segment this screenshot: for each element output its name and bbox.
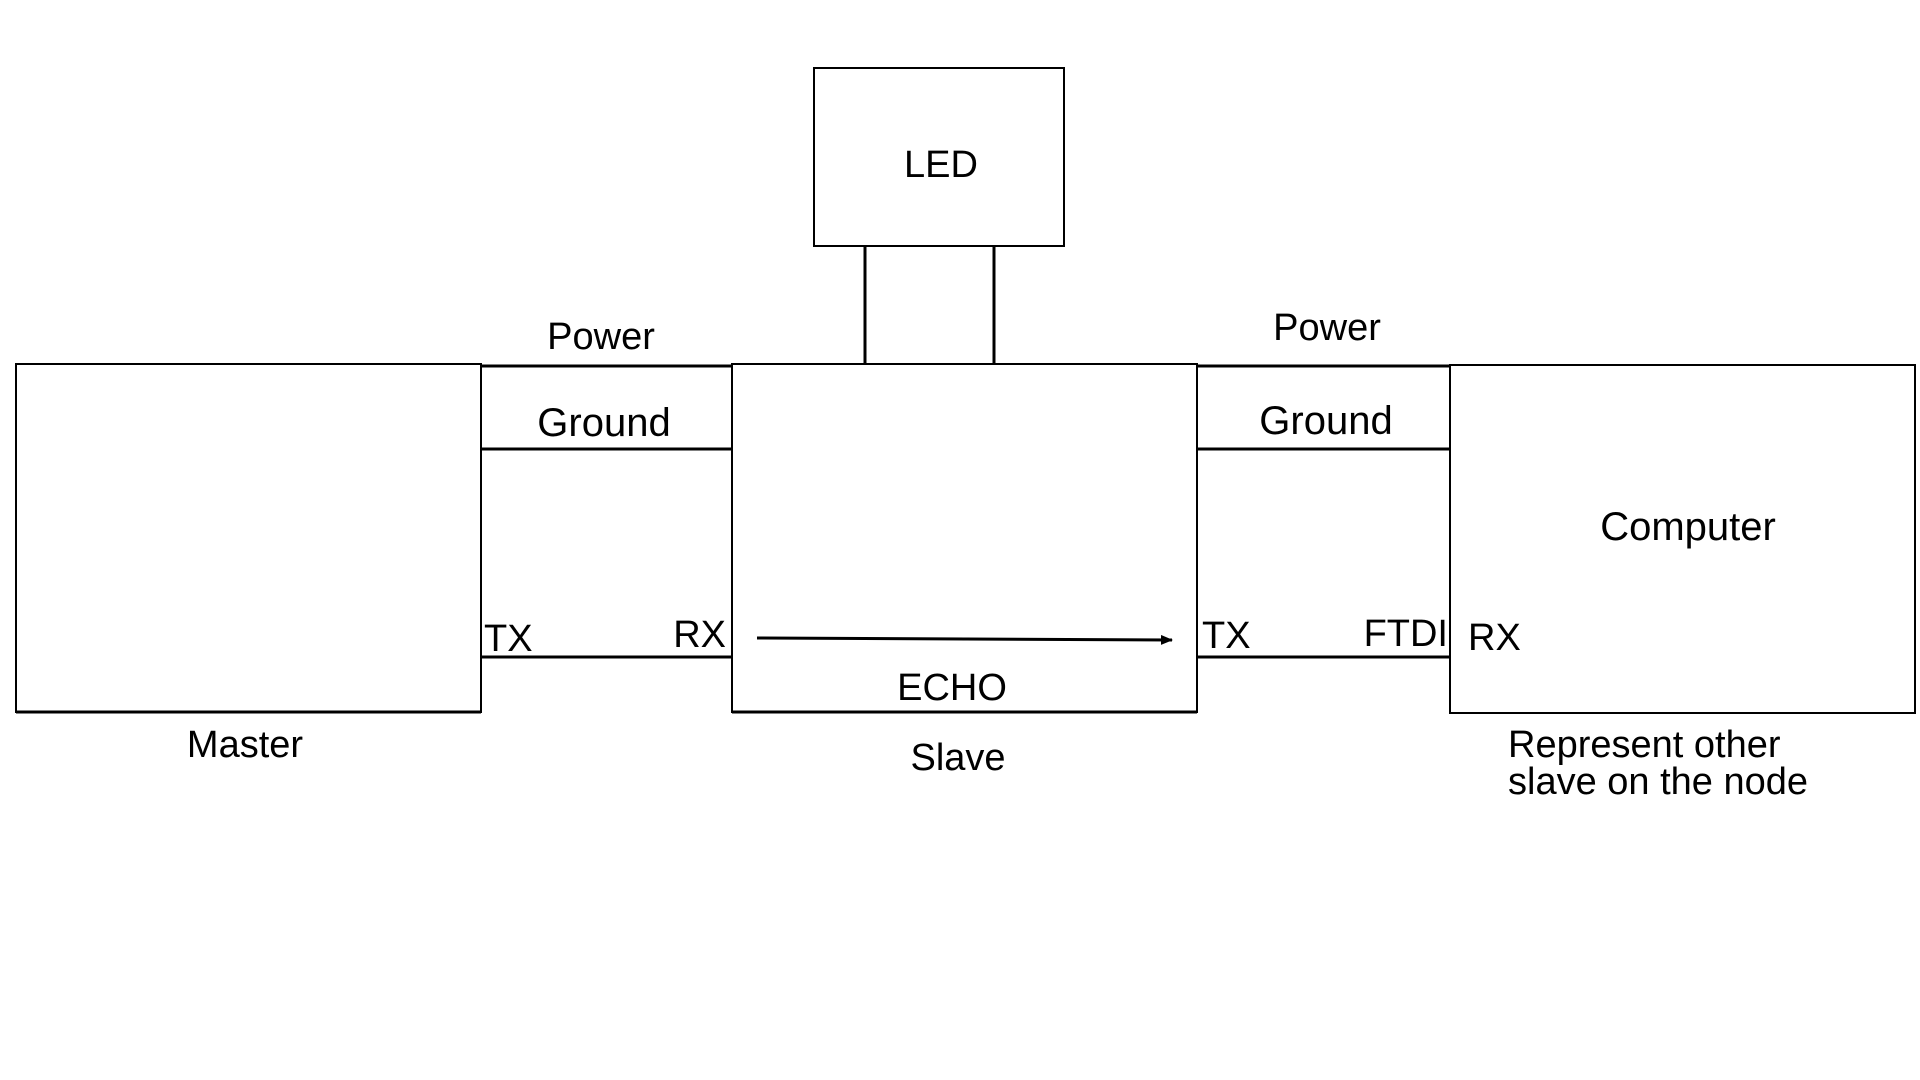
left-ground-label: Ground [537,401,670,445]
echo-arrow [756,634,1173,645]
slave-box [731,363,1198,713]
left-power-label: Power [547,316,655,358]
computer-note-line1: Represent other [1508,724,1781,766]
right-tx-label: TX [1202,615,1251,657]
right-ftdi-label: FTDI [1364,613,1448,655]
computer-note-line2: slave on the node [1508,761,1808,803]
led-box [813,67,1065,247]
right-ground-label: Ground [1259,399,1392,443]
computer-label: Computer [1600,505,1776,549]
computer-box [1449,364,1916,714]
master-box [15,363,482,713]
left-tx-label: TX [484,618,533,660]
slave-label: Slave [910,737,1005,779]
left-rx-label: RX [673,614,726,656]
master-label: Master [187,724,303,766]
computer-rx-label: RX [1468,617,1521,659]
echo-label: ECHO [897,667,1007,709]
right-power-label: Power [1273,307,1381,349]
led-label: LED [904,144,978,186]
